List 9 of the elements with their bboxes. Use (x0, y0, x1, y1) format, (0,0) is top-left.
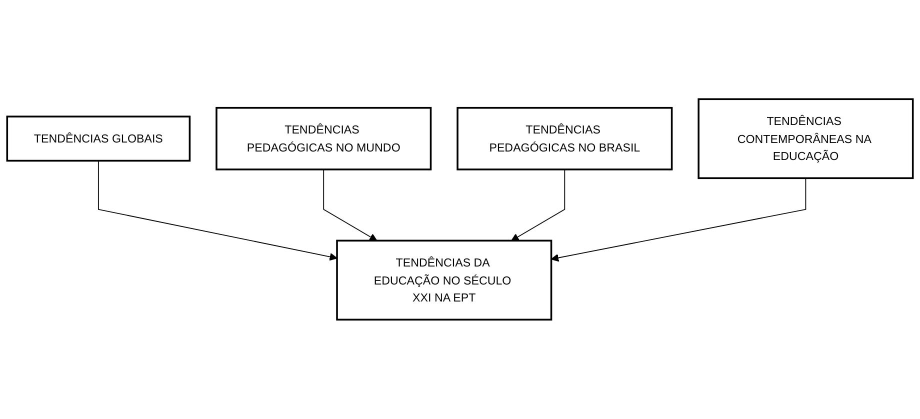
arrow (323, 169, 378, 242)
arrow (98, 160, 338, 261)
node-box: TENDÊNCIAS DA EDUCAÇÃO NO SÉCULO XXI NA EPT (336, 240, 552, 321)
node-box: TENDÊNCIAS CONTEMPORÂNEAS NA EDUCAÇÃO (698, 98, 914, 180)
arrow (550, 178, 806, 262)
node-box: TENDÊNCIAS GLOBAIS (6, 116, 191, 162)
arrow (511, 169, 566, 242)
node-box: TENDÊNCIAS PEDAGÓGICAS NO MUNDO (216, 107, 432, 170)
node-box: TENDÊNCIAS PEDAGÓGICAS NO BRASIL (456, 107, 673, 170)
